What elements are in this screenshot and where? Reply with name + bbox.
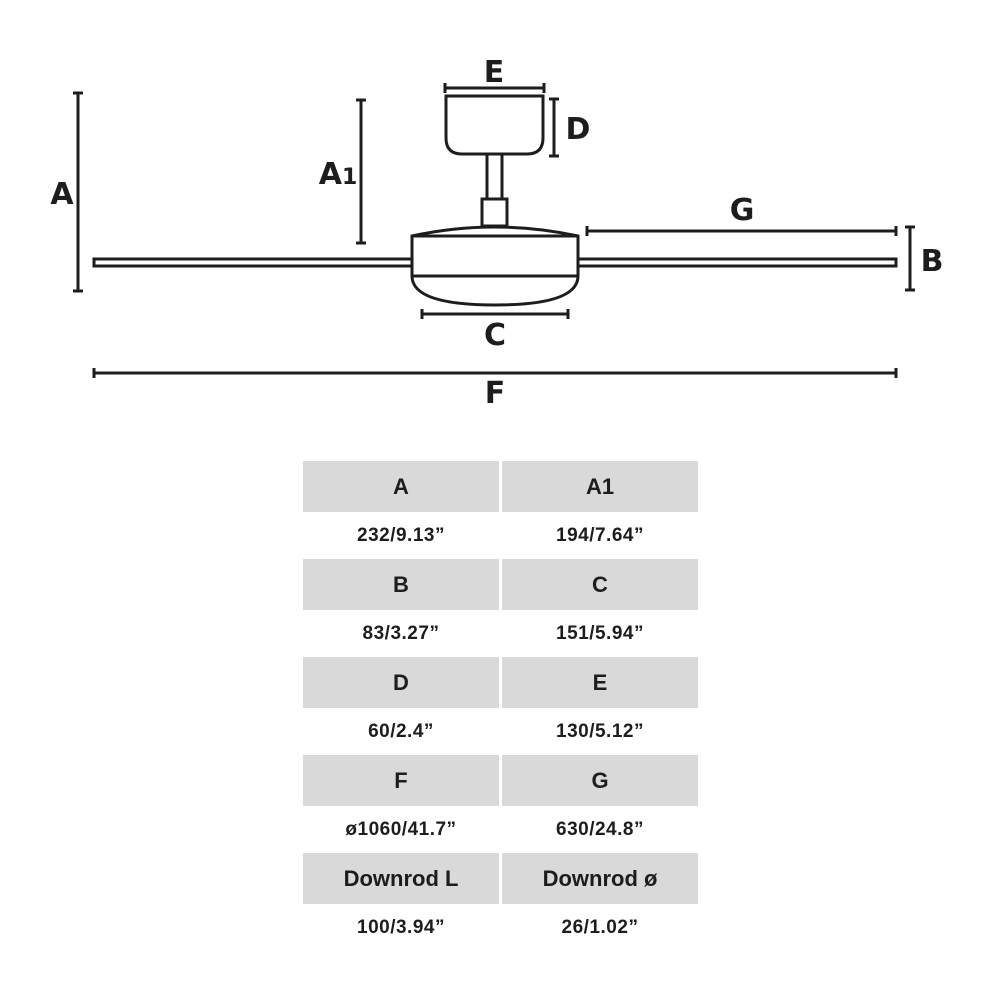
table-header-cell: D [303, 657, 499, 708]
table-value-cell: ø1060/41.7” [345, 818, 457, 840]
dimension-label-e: E [484, 55, 505, 90]
table-value-cell: 130/5.12” [556, 720, 644, 742]
table-value-cell: 83/3.27” [362, 622, 440, 644]
table-value-row: 100/3.94” 26/1.02” [303, 904, 698, 951]
table-value-cell: 60/2.4” [368, 720, 434, 742]
table-value-cell: 151/5.94” [556, 622, 644, 644]
table-header-cell: B [303, 559, 499, 610]
table-header-row: Downrod L Downrod ø [303, 853, 698, 904]
fan-motor-housing [410, 225, 580, 307]
table-value-row: 83/3.27” 151/5.94” [303, 610, 698, 657]
dimension-label-g: G [730, 193, 755, 228]
fan-canopy [444, 94, 545, 156]
dimension-label-a1: A1 [319, 157, 358, 192]
dimension-label-a: A [50, 177, 74, 212]
ceiling-fan-dimension-diagram: A A1 E D G B C F [50, 55, 944, 411]
table-header-cell: Downrod ø [502, 853, 698, 904]
fan-rod-coupler [480, 197, 509, 228]
fan-blade-left [92, 257, 414, 268]
dimension-label-b: B [921, 244, 944, 279]
dimensions-table: A A1 232/9.13” 194/7.64” B C 83/3.27” 15… [303, 461, 698, 951]
table-header-cell: C [502, 559, 698, 610]
dimension-label-d: D [566, 112, 591, 147]
table-value-row: 60/2.4” 130/5.12” [303, 708, 698, 755]
table-header-row: D E [303, 657, 698, 708]
table-value-row: 232/9.13” 194/7.64” [303, 512, 698, 559]
table-header-row: F G [303, 755, 698, 806]
fan-downrod [485, 152, 504, 202]
fan-blade-right [576, 257, 898, 268]
table-header-row: B C [303, 559, 698, 610]
table-value-cell: 630/24.8” [556, 818, 644, 840]
table-header-cell: E [502, 657, 698, 708]
table-header-row: A A1 [303, 461, 698, 512]
table-value-cell: 232/9.13” [357, 524, 445, 546]
dimension-label-c: C [484, 318, 506, 353]
table-value-row: ø1060/41.7” 630/24.8” [303, 806, 698, 853]
table-value-cell: 194/7.64” [556, 524, 644, 546]
table-header-cell: A [303, 461, 499, 512]
dimension-label-f: F [485, 376, 506, 411]
table-header-cell: A1 [502, 461, 698, 512]
table-value-cell: 26/1.02” [561, 916, 639, 938]
table-header-cell: G [502, 755, 698, 806]
table-header-cell: F [303, 755, 499, 806]
table-value-cell: 100/3.94” [357, 916, 445, 938]
table-header-cell: Downrod L [303, 853, 499, 904]
